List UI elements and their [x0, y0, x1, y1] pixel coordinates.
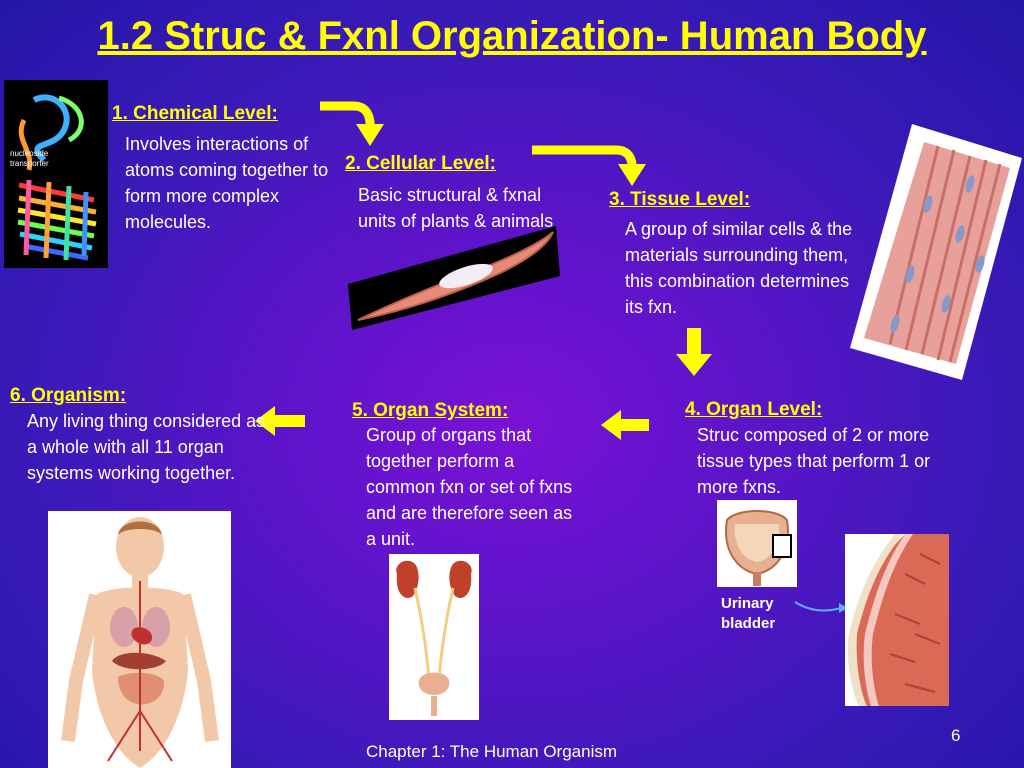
tissue-level-description: A group of similar cells & the materials… — [625, 219, 853, 317]
bladder-wall-image — [845, 534, 949, 706]
curved-arrow-right-down-icon — [320, 101, 384, 146]
slide-title: 1.2 Struc & Fxnl Organization- Human Bod… — [97, 14, 927, 58]
arrow-down-icon — [676, 328, 712, 376]
urinary-bladder-image — [717, 500, 797, 587]
human-body-organs-image — [48, 511, 231, 768]
slide-footer: Chapter 1: The Human Organism — [366, 742, 618, 761]
protein-structure-image: nucleoside transporter — [4, 80, 108, 268]
chemical-level-description: Involves interactions of atoms coming to… — [125, 134, 329, 232]
page-number: 6 — [951, 726, 961, 745]
smooth-muscle-cell-image — [348, 226, 560, 330]
urinary-system-image — [389, 554, 479, 720]
cellular-level-heading: 2. Cellular Level: — [345, 153, 497, 174]
organism-heading: 6. Organism: — [10, 385, 127, 406]
muscle-tissue-image — [850, 124, 1022, 380]
arrow-left-icon — [255, 406, 305, 436]
tissue-level-heading: 3. Tissue Level: — [609, 189, 751, 210]
organ-level-heading: 4. Organ Level: — [685, 399, 823, 420]
organ-system-description: Group of organs that together perform a … — [366, 425, 573, 549]
organism-description: Any living thing considered as a whole w… — [27, 411, 266, 483]
protein-label-line2: transporter — [10, 159, 49, 168]
callout-arrow-icon — [794, 601, 848, 613]
arrow-left-icon — [601, 410, 649, 440]
organ-system-heading: 5. Organ System: — [352, 400, 509, 421]
chemical-level-heading: 1. Chemical Level: — [112, 103, 278, 124]
organ-level-description: Struc composed of 2 or more tissue types… — [697, 425, 931, 497]
cellular-level-description: Basic structural & fxnal units of plants… — [358, 185, 554, 231]
curved-arrow-right-down-icon — [532, 145, 646, 186]
protein-label-line1: nucleoside — [10, 149, 49, 158]
pointer-icon — [772, 534, 792, 558]
urinary-bladder-label: Urinary bladder — [721, 595, 776, 632]
